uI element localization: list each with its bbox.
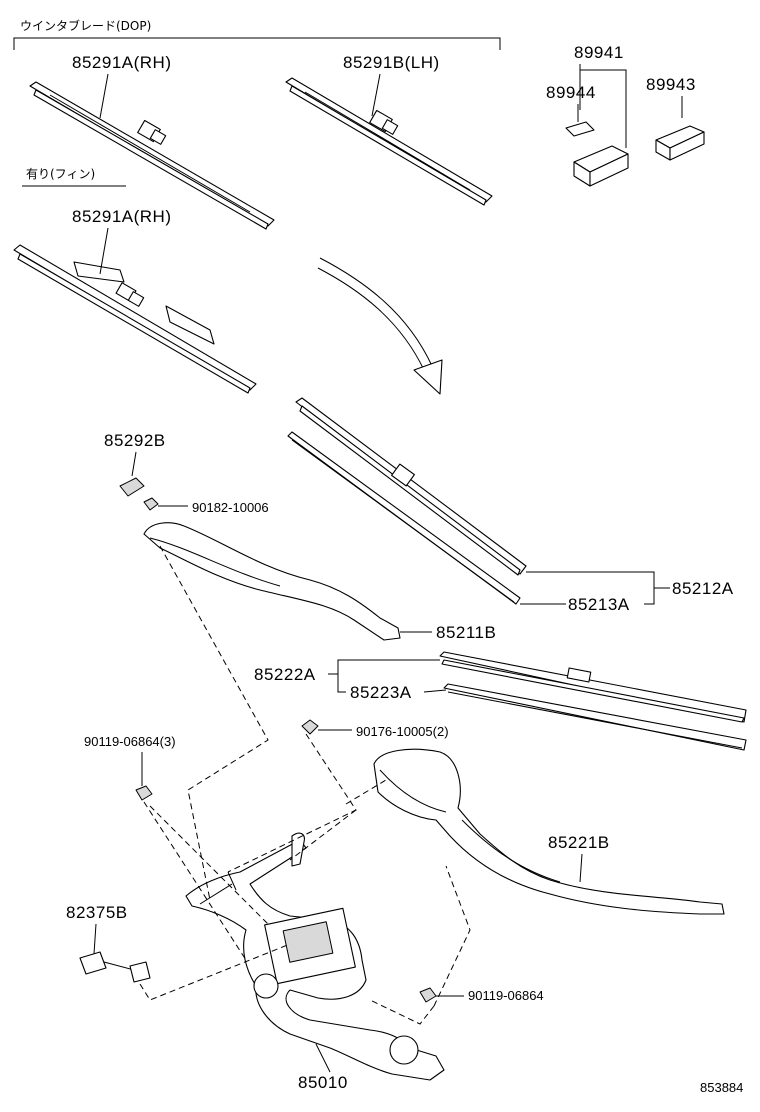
winter-blade-85291b-lh (285, 77, 493, 206)
winter-blade-group-bracket (13, 37, 501, 50)
label-85291b-lh: 85291B(LH) (343, 53, 440, 72)
label-85291a-rh-top: 85291A(RH) (72, 53, 172, 72)
part-85292b-cap (119, 477, 145, 497)
label-90182-10006: 90182-10006 (192, 500, 269, 515)
wiper-refill-85213a (287, 431, 521, 605)
winter-blade-85291a-rh (29, 81, 275, 230)
part-89944-pad (565, 121, 595, 137)
label-85213a: 85213A (568, 595, 630, 614)
label-89944: 89944 (546, 83, 596, 102)
fin-group-header: 有り(フィン) (26, 167, 95, 181)
label-85222a: 85222A (254, 665, 316, 684)
installation-leaders (139, 545, 471, 1025)
wiper-arm-85211b (143, 522, 401, 641)
wiper-arm-85221b (373, 748, 725, 915)
part-90182-nut (143, 497, 159, 511)
flow-arrow-head (413, 359, 443, 395)
part-90119-bolt (419, 987, 437, 1003)
part-90119-bolt-3 (135, 785, 153, 801)
label-85221b: 85221B (548, 833, 610, 852)
label-89943: 89943 (646, 75, 696, 94)
label-90119-06864-3: 90119-06864(3) (84, 734, 176, 749)
label-82375b: 82375B (66, 903, 128, 922)
part-89941-adapter (573, 145, 629, 187)
winter-blade-group-header: ウインタブレード(DOP) (20, 18, 151, 33)
label-85212a: 85212A (672, 579, 734, 598)
label-85211b: 85211B (436, 623, 496, 642)
flow-arrow (317, 257, 433, 371)
wiper-blade-85222a (439, 651, 747, 723)
winter-blade-with-fin-85291a-rh (13, 244, 257, 394)
label-90176-10005-2: 90176-10005(2) (356, 724, 449, 739)
label-85223a: 85223A (350, 683, 412, 702)
wiper-refill-85223a (443, 683, 747, 751)
label-85291a-rh-fin: 85291A(RH) (72, 207, 172, 226)
label-89941: 89941 (574, 43, 624, 62)
wiper-link-assembly-85010 (185, 832, 445, 1081)
label-90119-06864: 90119-06864 (468, 988, 544, 1003)
part-90176-nut (301, 719, 319, 735)
label-85292b: 85292B (104, 431, 166, 450)
label-85010: 85010 (298, 1073, 348, 1092)
wiper-blade-85212a (295, 397, 527, 576)
illustration-number: 853884 (700, 1080, 743, 1095)
part-89943-adapter (655, 125, 705, 161)
part-82375b-connector (79, 951, 151, 983)
